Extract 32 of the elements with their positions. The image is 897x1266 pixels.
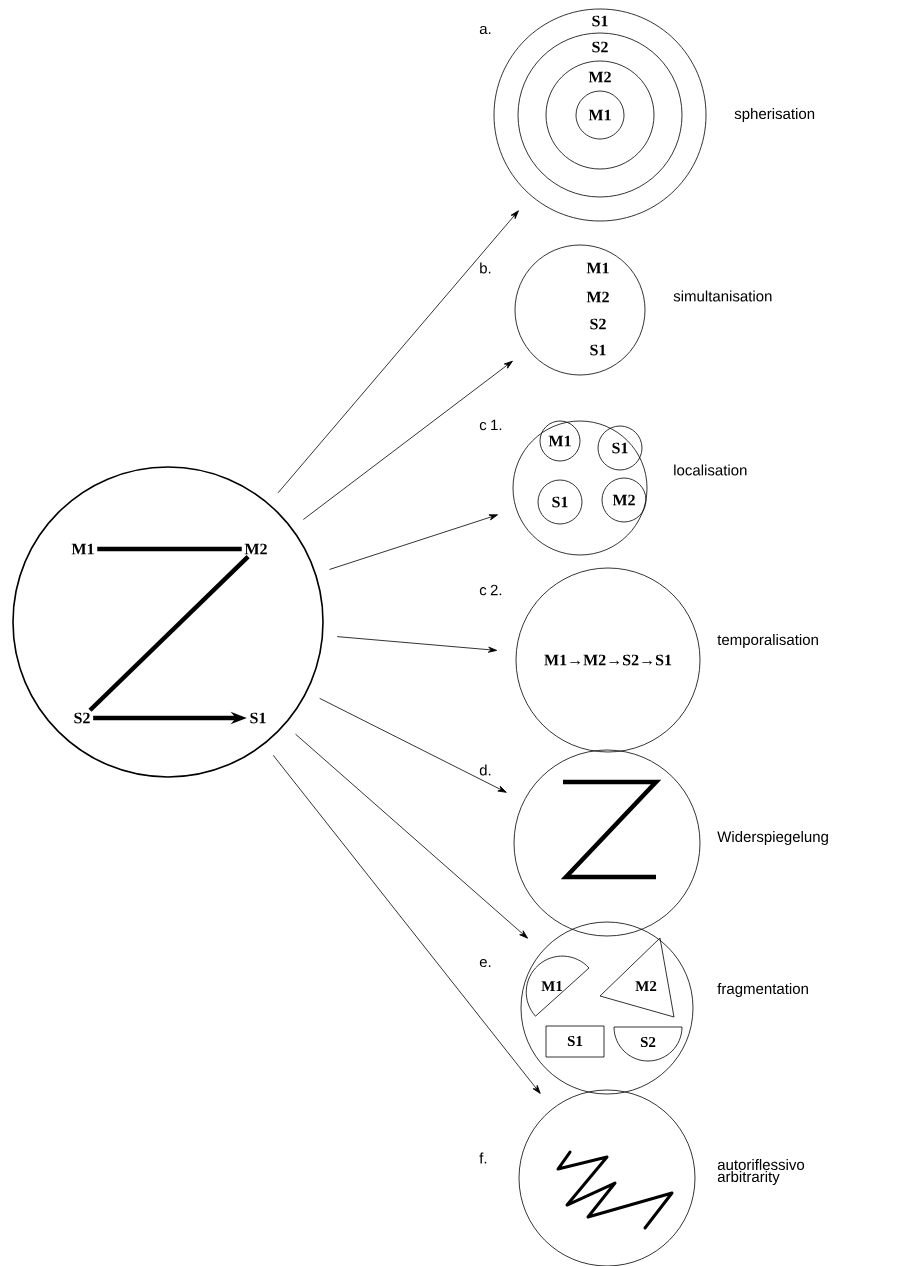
path-line	[88, 555, 250, 712]
caption-label: simultanisation	[673, 290, 772, 302]
caption-label: Widerspiegelung	[717, 831, 828, 845]
caption-label: autoriflessivo arbitrarity	[717, 1159, 805, 1185]
item-letter: c 2.	[479, 584, 502, 596]
item-letter: a.	[479, 25, 491, 35]
caption-label: temporalisation	[717, 634, 818, 648]
node-label: M2	[244, 543, 267, 555]
arrow	[336, 636, 498, 653]
ring: M1	[575, 90, 625, 140]
item-letter: b.	[480, 262, 491, 274]
arrow	[295, 733, 528, 939]
caption-label: localisation	[674, 464, 747, 476]
arrow	[329, 514, 498, 570]
arrow	[302, 360, 513, 520]
circle	[513, 749, 701, 937]
item-letter: e.	[479, 958, 491, 968]
item-letter: c 1.	[479, 419, 502, 431]
caption-label: fragmentation	[717, 983, 808, 997]
arrow	[272, 754, 541, 1094]
circle	[520, 921, 694, 1095]
path-line	[97, 546, 242, 552]
caption-label: spherisation	[734, 108, 815, 122]
item-letter: d.	[479, 764, 491, 776]
node-label: S1	[250, 712, 266, 724]
node-label: M1	[71, 543, 94, 555]
item-letter: f.	[479, 1152, 487, 1164]
arrow	[319, 697, 507, 793]
circle	[512, 420, 648, 556]
arrow	[277, 210, 519, 494]
large-circle	[12, 466, 324, 778]
node-label: S2	[74, 712, 90, 724]
